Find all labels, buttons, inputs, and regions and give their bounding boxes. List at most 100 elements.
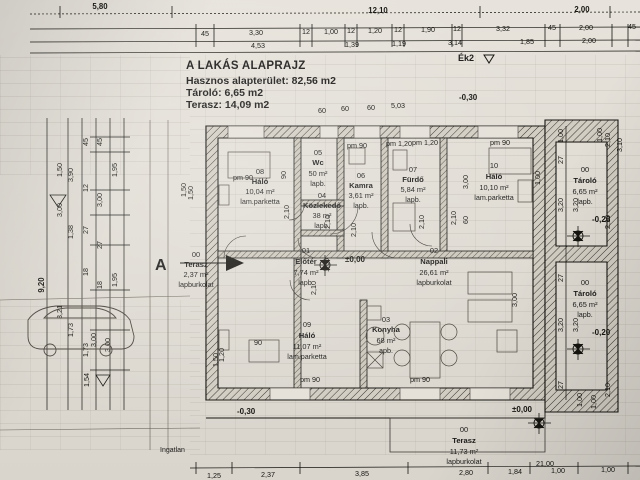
terrace-left-finish: lapburkolat	[178, 280, 213, 289]
dim-left-small-5: 3,00	[103, 338, 112, 352]
terrace-levels: -0,30 -0,30 ±0,00	[237, 93, 533, 416]
opening-h-60b: 60	[341, 104, 349, 113]
room-09-area: 11,07 m²	[293, 342, 322, 351]
dim-bottom-right-label: 21,00	[536, 459, 554, 468]
entry-level: ±0,00	[345, 255, 366, 264]
opening-4: pm 90	[233, 173, 253, 182]
opening-v-300a: 3,00	[461, 175, 470, 189]
terrace-bottom-area: 11,73 m²	[450, 447, 479, 456]
room-04-num: 04	[318, 191, 326, 200]
opening-v-5: 2,10	[309, 281, 318, 295]
store-lower-level: -0,20	[592, 328, 611, 337]
opening-v-3: 2,10	[417, 215, 426, 229]
dim-top-b-2: 1,19	[392, 39, 406, 48]
dim-top-overall-mid: 12,10	[368, 6, 388, 15]
terrace-left-num: 00	[192, 250, 200, 259]
right-dimension-chain: 1,00 27 3,20 27 3,20 27 1,00 3,10 1,00 2…	[556, 126, 624, 409]
opening-v-7: 1,50	[211, 353, 220, 367]
opening-6: pm 90	[410, 375, 430, 384]
dim-left-d-1: 1,95	[110, 273, 119, 287]
room-07-name: Fürdő	[402, 175, 424, 184]
room-02-num: 02	[430, 246, 438, 255]
bottom-dimension-chain: 1,25 2,37 3,85 2,80 1,84 1,00 1,00 21,00	[189, 459, 640, 480]
room-07-num: 07	[409, 165, 417, 174]
dim-left-b-1: 12	[81, 184, 90, 192]
dim-top-a-0: 45	[201, 29, 209, 38]
dim-top-b-4: 1,85	[520, 37, 534, 46]
room-01-area: 7,74 m²	[293, 268, 319, 277]
level-terrace-back: -0,30	[459, 93, 478, 102]
opening-2: pm 1,20	[412, 138, 438, 147]
dim-left-d-0: 1,95	[110, 163, 119, 177]
dim-top-a-7: 1,90	[421, 25, 435, 34]
terrace-bottom-name: Terasz	[452, 436, 476, 445]
level-symbol-store-upper	[567, 226, 590, 247]
room-label-04: 04 Közlekedő 38 m² lapb.	[303, 191, 341, 230]
room-label-storage-lower: 00 Tároló 6,65 m² lapb. -0,20	[567, 278, 611, 360]
dim-left-c-0: 45	[95, 138, 104, 146]
room-label-09: 09 Háló 11,07 m² lam.parketta	[218, 320, 327, 363]
room-06-name: Kamra	[349, 181, 373, 190]
dim-bottom-4: 1,84	[508, 467, 522, 476]
section-marker-A[interactable]: A	[155, 255, 244, 274]
room-09-name: Háló	[299, 331, 316, 340]
windows-top	[227, 125, 519, 139]
dim-left-c-3: 18	[95, 281, 104, 289]
room-label-01: 01 Előtér 7,74 m² lapb.	[293, 246, 319, 287]
room-03-name: Konyha	[372, 325, 401, 334]
room-08-finish: lam.parketta	[240, 197, 280, 206]
dim-left-b-2: 27	[81, 226, 90, 234]
dim-right-outer-2: 2,10	[603, 133, 612, 147]
room-06-area: 3,61 m²	[348, 191, 374, 200]
room-07-finish: lapb.	[405, 195, 421, 204]
dim-top-a-9: 3,32	[496, 24, 510, 33]
opening-7: 90	[254, 338, 262, 347]
dim-right-outer-5: 3,20	[571, 318, 580, 332]
terrace-bottom-finish: lapburkolat	[446, 457, 481, 466]
entry-level-mark: ±0,00	[314, 255, 366, 276]
room-04-area: 38 m²	[313, 211, 332, 220]
opening-v-300b: 1,00	[533, 171, 542, 185]
door-swings	[223, 135, 569, 411]
dim-top-overall-right: 2,00	[574, 5, 590, 14]
dim-left-c-2: 27	[95, 241, 104, 249]
north-mark-label: Ék2	[458, 53, 474, 63]
dim-top-a-8: 12	[453, 24, 461, 33]
dim-bottom-0: 1,25	[207, 471, 221, 480]
dim-left-a-2: 1,73	[66, 323, 75, 337]
windows-bottom	[269, 387, 511, 401]
opening-v-11: 60	[461, 216, 470, 224]
room-10-num: 10	[490, 161, 498, 170]
dim-left-overall: 9,20	[37, 277, 46, 293]
dim-right-0: 1,00	[556, 129, 565, 143]
store-upper-area: 6,65 m²	[572, 187, 598, 196]
opening-h-60a: 60	[318, 106, 326, 115]
room-04-finish: lapb.	[314, 221, 330, 230]
dim-right-5: 27	[556, 381, 565, 389]
store-upper-level: -0,20	[592, 215, 611, 224]
room-09-finish: lam.parketta	[287, 352, 327, 361]
room-07-area: 5,84 m²	[400, 185, 426, 194]
dim-left-small-6: 1,54	[82, 373, 91, 387]
dim-top-b-5: 2,00	[582, 36, 596, 45]
dim-bottom-2: 3,85	[355, 469, 369, 478]
store-upper-num: 00	[581, 165, 589, 174]
room-04-name: Közlekedő	[303, 201, 341, 210]
room-label-06: 06 Kamra 3,61 m² lapb.	[348, 147, 374, 210]
dim-top-a-2: 12	[302, 27, 310, 36]
opening-v-10: 90	[279, 171, 288, 179]
dim-top-a-1: 3,30	[249, 28, 263, 37]
dim-bottom-1: 2,37	[261, 470, 275, 479]
store-upper-finish: lapb.	[577, 197, 593, 206]
room-03-num: 03	[382, 315, 390, 324]
room-label-03: 03 Konyha 68 m² apb.	[365, 305, 458, 379]
room-02-area: 26,61 m²	[419, 268, 449, 277]
level-porch: ±0,00	[512, 405, 533, 414]
dim-top-a-3: 1,00	[324, 27, 338, 36]
dim-left-a-0: 3,90	[66, 168, 75, 182]
summary-line-1: Tároló: 6,65 m2	[186, 87, 263, 99]
dim-left-small-3: 1,50	[186, 186, 195, 200]
store-lower-area: 6,65 m²	[572, 300, 598, 309]
room-01-num: 01	[302, 246, 310, 255]
